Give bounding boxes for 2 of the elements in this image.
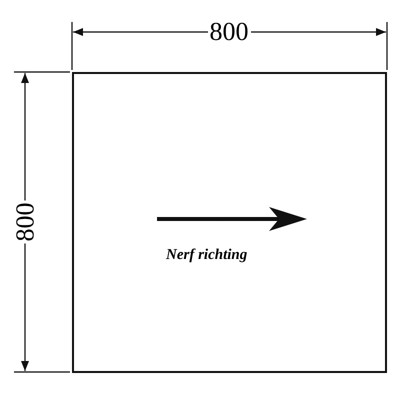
panel-outline bbox=[72, 72, 387, 373]
direction-label: Nerf richting bbox=[166, 247, 248, 264]
